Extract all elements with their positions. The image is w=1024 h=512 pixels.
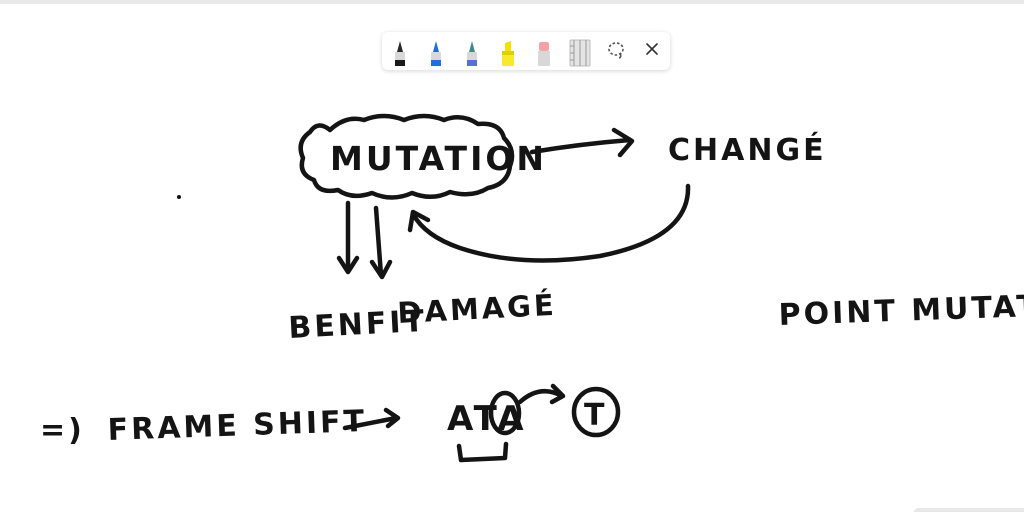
arrow-change-back-to-mutation xyxy=(410,183,691,263)
arrow-frame-shift xyxy=(342,415,399,431)
ruler-icon xyxy=(569,39,591,67)
arrow-mutation-to-change xyxy=(529,137,633,155)
circle-around-a xyxy=(488,390,522,436)
highlighter-tool[interactable] xyxy=(494,32,522,70)
label-damage: DAMAGÉ xyxy=(397,288,558,330)
eraser-icon xyxy=(538,42,550,66)
ruler-tool[interactable] xyxy=(566,32,594,70)
mutation-cloud-outline xyxy=(298,113,515,200)
arrow-head-frame-shift xyxy=(383,407,401,429)
window-top-edge xyxy=(0,0,1024,4)
black-pen-tool[interactable] xyxy=(386,32,414,70)
lasso-select-icon xyxy=(608,42,624,59)
close-toolbar-button[interactable] xyxy=(638,32,666,70)
circle-around-t xyxy=(571,386,621,438)
bottom-right-edge xyxy=(914,508,1024,512)
label-implies: =) xyxy=(40,413,85,448)
label-sequence-ata: ATA xyxy=(447,399,527,439)
label-circled-t: T xyxy=(584,398,607,433)
label-benefit: BENFIT xyxy=(288,304,428,346)
purple-pen-icon xyxy=(467,41,477,66)
swap-arc-head xyxy=(549,383,566,405)
label-mutation: MUTATION xyxy=(330,139,547,178)
ink-toolbar xyxy=(382,32,670,70)
eraser-tool[interactable] xyxy=(530,32,558,70)
label-frame-shift: FRAME SHIFT xyxy=(107,404,368,448)
highlighter-icon xyxy=(502,41,514,66)
black-pen-icon xyxy=(395,41,405,66)
purple-pen-tool[interactable] xyxy=(458,32,486,70)
stray-ink-dot xyxy=(177,195,181,199)
bracket-under-ata xyxy=(456,441,509,463)
blue-pen-icon xyxy=(431,41,441,66)
arrow-head-benefit xyxy=(336,255,360,275)
lasso-select-tool[interactable] xyxy=(602,32,630,70)
arrow-down-damage xyxy=(373,205,384,278)
arrow-head-damage xyxy=(369,259,393,280)
arrow-head-change xyxy=(611,127,635,158)
label-change: CHANGÉ xyxy=(668,132,827,168)
close-icon xyxy=(646,43,658,55)
arrow-head-return xyxy=(407,209,431,233)
blue-pen-tool[interactable] xyxy=(422,32,450,70)
label-point-mutation: POINT MUTATION xyxy=(778,286,1024,333)
